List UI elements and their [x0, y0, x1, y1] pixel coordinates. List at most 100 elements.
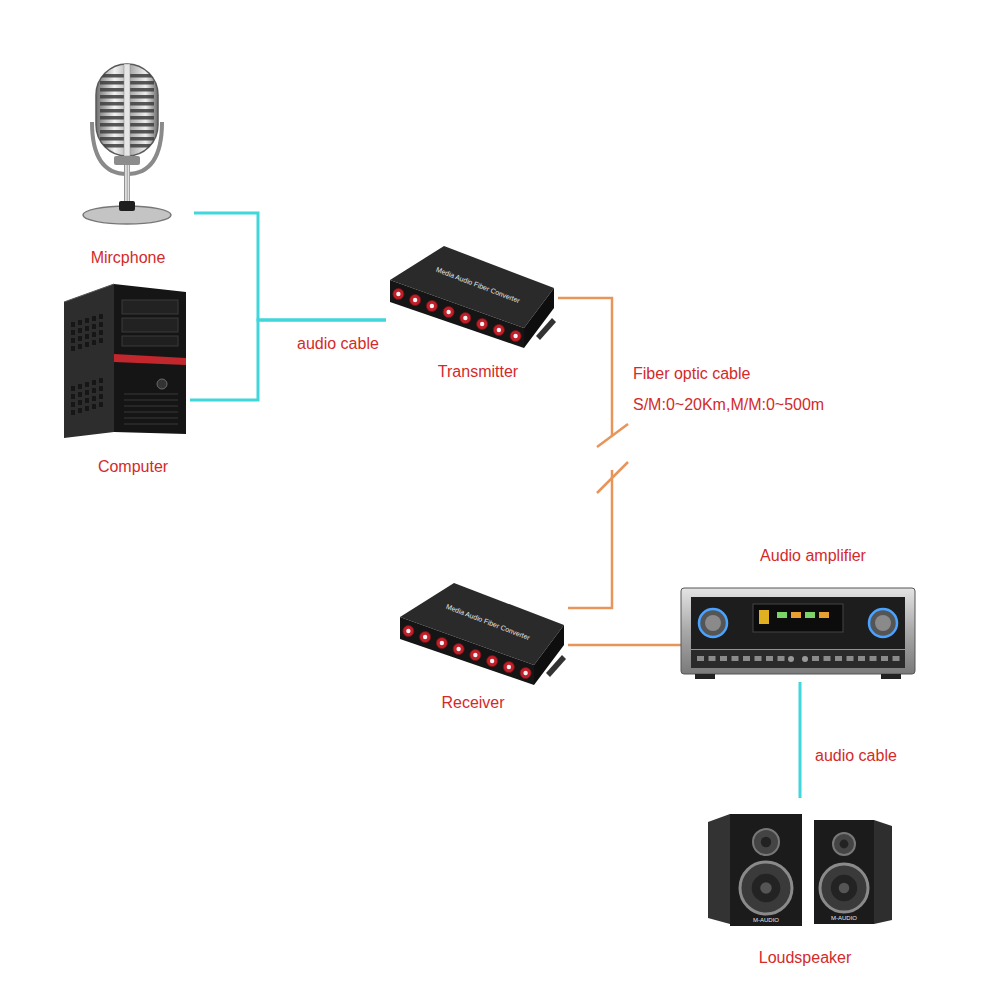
drawing-part	[691, 650, 905, 668]
drawing-part	[470, 650, 481, 661]
drawing-part	[157, 379, 167, 389]
drawing-part	[820, 864, 868, 912]
drawing-part	[824, 656, 831, 661]
drawing-part	[71, 402, 75, 407]
audio-cable	[799, 682, 802, 798]
drawing-part	[78, 384, 82, 389]
drawing-part	[114, 156, 140, 165]
drawing-part	[870, 656, 877, 661]
drawing-part	[436, 638, 447, 649]
drawing-part	[410, 295, 421, 306]
drawing-part	[708, 814, 730, 924]
drawing-part	[460, 313, 471, 324]
drawing-part	[78, 392, 82, 397]
cable-label: audio cable	[813, 740, 899, 771]
drawing-part	[124, 411, 178, 413]
device-print: M-AUDIO	[753, 917, 779, 923]
drawing-part	[420, 632, 431, 643]
drawing-part	[513, 334, 517, 338]
drawing-part	[124, 399, 178, 401]
drawing-part	[777, 612, 787, 618]
drawing-part	[71, 338, 75, 343]
loudspeaker-drawing	[708, 814, 892, 926]
drawing-part	[124, 405, 178, 407]
drawing-part	[760, 882, 771, 893]
drawing-part	[835, 656, 842, 661]
receiver-node: Receiver	[396, 577, 568, 716]
drawing-part	[99, 394, 103, 399]
drawing-part	[453, 644, 464, 655]
drawing-part	[740, 862, 792, 914]
drawing-part	[788, 656, 794, 662]
drawing-part	[893, 656, 900, 661]
drawing-part	[99, 322, 103, 327]
drawing-part	[546, 655, 566, 677]
drawing-part	[839, 883, 850, 894]
drawing-part	[78, 328, 82, 333]
drawing-part	[78, 320, 82, 325]
drawing-part	[874, 820, 892, 924]
drawing-part	[71, 410, 75, 415]
drawing-part	[78, 408, 82, 413]
drawing-part	[881, 656, 888, 661]
drawing-part	[78, 344, 82, 349]
drawing-part	[85, 342, 89, 347]
microphone-drawing	[83, 64, 171, 224]
device-print: M-AUDIO	[831, 915, 857, 921]
audio-cable	[194, 213, 386, 320]
fiber-converter-drawing	[400, 583, 566, 685]
drawing-part	[426, 301, 437, 312]
drawing-part	[446, 310, 450, 314]
drawing-part	[124, 423, 178, 425]
drawing-part	[456, 647, 460, 651]
drawing-part	[709, 656, 716, 661]
drawing-part	[92, 396, 96, 401]
audio-cable	[190, 320, 386, 400]
drawing-part	[124, 165, 130, 205]
device-picture	[396, 577, 568, 691]
drawing-part	[92, 388, 96, 393]
drawing-part	[847, 656, 854, 661]
drawing-part	[64, 284, 114, 302]
drawing-part	[833, 833, 855, 855]
drawing-part	[124, 393, 178, 395]
device-caption: Receiver	[441, 693, 504, 712]
drawing-part	[423, 635, 427, 639]
drawing-part	[695, 674, 715, 679]
drawing-part	[732, 656, 739, 661]
drawing-part	[691, 597, 905, 649]
device-caption: Transmitter	[438, 362, 518, 381]
drawing-part	[92, 380, 96, 385]
drawing-part	[430, 304, 434, 308]
drawing-part	[85, 398, 89, 403]
drawing-part	[99, 386, 103, 391]
drawing-part	[124, 64, 130, 156]
drawing-part	[92, 316, 96, 321]
drawing-part	[699, 609, 727, 637]
drawing-part	[400, 617, 534, 685]
drawing-part	[507, 665, 511, 669]
drawing-part	[503, 662, 514, 673]
drawing-part	[114, 354, 186, 365]
drawing-part	[85, 390, 89, 395]
device-picture	[78, 62, 194, 228]
transmitter-node: Transmitter	[386, 240, 558, 385]
drawing-part	[778, 656, 785, 661]
drawing-part	[85, 318, 89, 323]
drawing-part	[520, 668, 531, 679]
drawing-part	[122, 300, 178, 314]
fiber-optic-cable	[568, 644, 681, 647]
drawing-part	[755, 656, 762, 661]
device-picture	[681, 584, 915, 682]
drawing-part	[85, 326, 89, 331]
drawing-part	[497, 328, 501, 332]
drawing-part	[753, 604, 843, 632]
drawing-part	[403, 626, 414, 637]
drawing-part	[443, 307, 454, 318]
drawing-part	[759, 610, 769, 624]
device-picture	[706, 798, 894, 926]
drawing-part	[78, 400, 82, 405]
drawing-part	[99, 402, 103, 407]
cable-break-mark	[597, 462, 628, 493]
loudspeaker-node: Loudspeaker	[706, 798, 894, 971]
